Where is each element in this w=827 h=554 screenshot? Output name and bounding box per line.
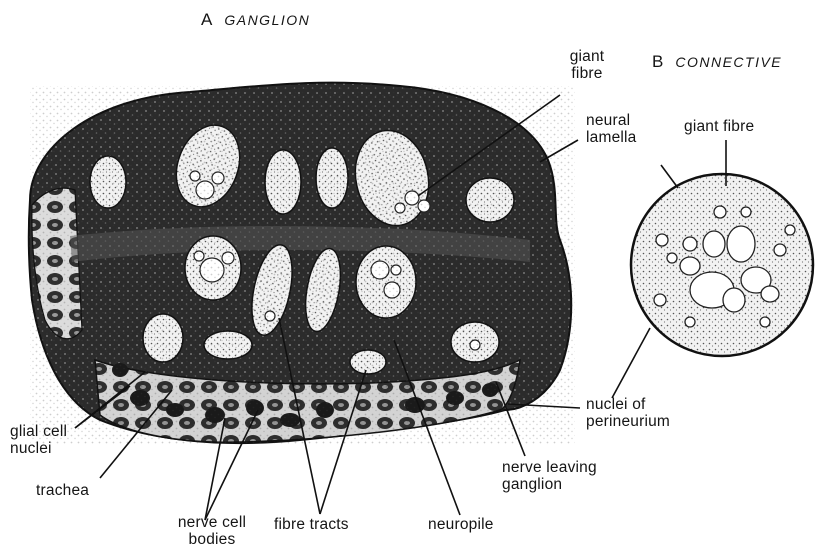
label-fibre-tracts: fibre tracts	[274, 516, 349, 533]
panel-a-letter: A	[201, 10, 212, 29]
label-neuropile: neuropile	[428, 516, 494, 533]
label-giant-fibre-a: giant fibre	[554, 48, 620, 82]
leader-nuclei-perineurium-b	[612, 328, 650, 398]
label-neural-lamella: neural lamella	[586, 112, 637, 146]
label-nuclei-of-perineurium: nuclei of perineurium	[586, 396, 670, 430]
leader-connective-lamella	[661, 165, 678, 188]
stipple-overlay	[30, 86, 575, 444]
label-trachea: trachea	[36, 482, 89, 499]
panel-a-title: GANGLION	[224, 12, 310, 28]
panel-b-title: CONNECTIVE	[675, 54, 782, 70]
label-nerve-cell-bodies: nerve cell bodies	[168, 514, 256, 548]
panel-a-heading: A GANGLION	[201, 10, 310, 30]
label-glial-cell-nuclei: glial cell nuclei	[10, 423, 67, 457]
connective-section	[631, 174, 813, 356]
ganglion-section	[29, 83, 575, 444]
label-nerve-leaving-ganglion: nerve leaving ganglion	[502, 459, 597, 493]
panel-b-heading: B CONNECTIVE	[652, 52, 782, 72]
label-giant-fibre-b: giant fibre	[684, 118, 754, 135]
connective-outline	[631, 174, 813, 356]
panel-b-letter: B	[652, 52, 663, 71]
